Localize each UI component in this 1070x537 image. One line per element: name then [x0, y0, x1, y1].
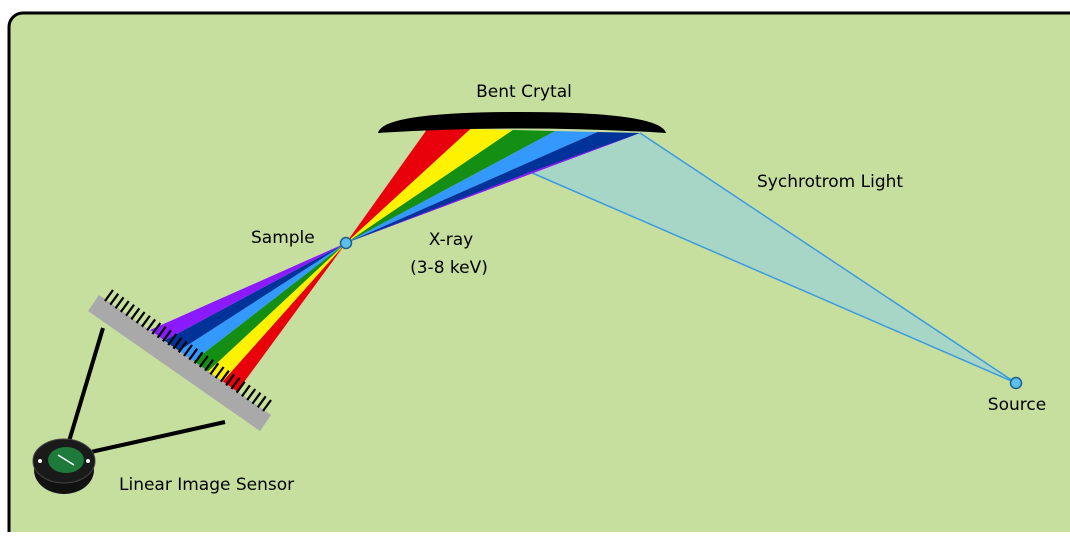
detector-pixel [219, 370, 230, 383]
detector-pixel [241, 384, 251, 397]
source-point [1009, 376, 1023, 390]
detector-bar [88, 295, 271, 431]
detector-pixel [246, 388, 257, 401]
source-label: Source [988, 395, 1046, 415]
synchrotron-beam-fill [530, 133, 1016, 383]
xray-ray-lower [193, 243, 346, 372]
detector-pixel [172, 337, 183, 350]
support-line-left [62, 327, 105, 459]
detector-pixel [125, 304, 135, 317]
detector-pixel [198, 355, 209, 368]
xray-ray-lower [207, 243, 346, 383]
detector-pixel [114, 296, 125, 309]
beam-edge-upper [639, 132, 1017, 384]
xray-ray-upper [346, 128, 471, 243]
detector-pixel [214, 366, 225, 379]
detector-pixel [204, 359, 214, 372]
detector-pixel [235, 381, 246, 394]
xray-spectrum-lower [150, 243, 346, 393]
detector-pixel [225, 373, 236, 386]
sensor-dot-left [38, 459, 42, 463]
detector-pixel [188, 348, 199, 361]
xray-energy-label: (3-8 keV) [410, 258, 488, 278]
detector-pixel [151, 322, 162, 335]
detector-pixel [104, 289, 114, 302]
detector-pixel [251, 392, 262, 405]
detector-pixel [130, 307, 141, 320]
xray-ray-upper [346, 131, 598, 243]
background-panel [7, 11, 1070, 537]
detector-pixel [146, 318, 157, 331]
linear-detector [88, 289, 272, 431]
synchrotron-beam [529, 132, 1017, 384]
synchrotron-light-label: Sychrotrom Light [757, 172, 903, 192]
xray-label: X-ray [429, 230, 473, 250]
sample-point [339, 236, 353, 250]
detector-pixel [140, 315, 151, 328]
linear-image-sensor-label: Linear Image Sensor [119, 475, 294, 495]
detector-pixel [183, 344, 193, 357]
xray-ray-lower [164, 243, 346, 351]
beam-edge-lower [529, 171, 1017, 384]
detector-pixel [109, 293, 120, 306]
detector-pixel [177, 340, 188, 353]
xray-ray-upper [346, 133, 640, 243]
detector-pixel [135, 311, 146, 324]
xray-spectrum-upper [346, 128, 640, 243]
xray-ray-lower [221, 243, 346, 393]
sensor-dot-right [86, 459, 90, 463]
detector-pixel [167, 333, 178, 346]
detector-pixel [262, 399, 272, 412]
xray-ray-upper [346, 130, 556, 243]
sample-label: Sample [251, 228, 315, 248]
detector-pixel [156, 326, 167, 339]
linear-image-sensor [32, 438, 96, 494]
detector-pixel [230, 377, 241, 390]
detector-pixel [209, 362, 220, 375]
sensor-needle [57, 454, 75, 466]
bent-crystal [378, 112, 666, 133]
xray-ray-lower [150, 243, 346, 341]
detector-pixel [193, 351, 204, 364]
detector-pixels [104, 289, 272, 412]
bent-crystal-label: Bent Crytal [476, 82, 572, 102]
detector-pixel [119, 300, 130, 313]
xray-ray-upper [346, 129, 513, 243]
xray-ray-lower [178, 243, 346, 362]
detector-pixel [162, 329, 172, 342]
detector-pixel [256, 395, 267, 408]
